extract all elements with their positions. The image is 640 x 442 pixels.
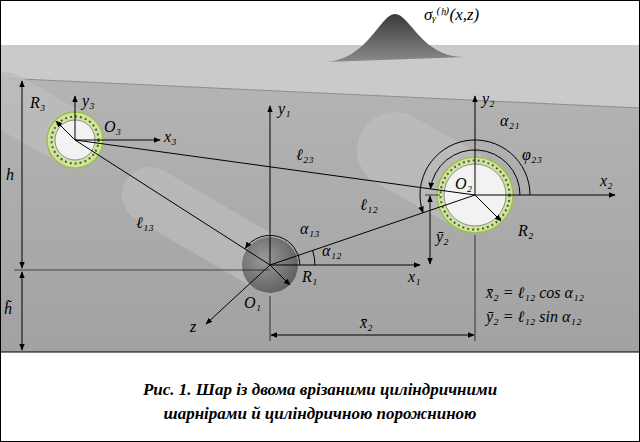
dimension-label: x̄₂: [360, 314, 373, 332]
axis-label: y₁: [278, 100, 291, 118]
axis-label: x₁: [408, 268, 421, 286]
formula: ȳ₂ = ℓ₁₂ sin α₁₂: [486, 308, 581, 326]
axis-label: x₂: [600, 172, 613, 190]
distance-label: ℓ₂₃: [296, 146, 314, 164]
centre-label: O₃: [104, 118, 121, 136]
axis-label: z: [190, 318, 196, 336]
angle-label: α₁₂: [322, 242, 342, 260]
radius-label: R₁: [302, 268, 317, 286]
dimension-label: h̃: [4, 300, 12, 318]
load-label: σᵧ⁽ʰ⁾(x,z): [424, 6, 479, 24]
radius-label: R₂: [518, 222, 533, 240]
distance-label: ℓ₁₃: [136, 214, 154, 232]
axis-label: y₂: [482, 90, 495, 108]
dimension-label: ȳ₂: [436, 228, 449, 246]
radius-label: R₃: [30, 94, 45, 112]
distance-label: ℓ₁₂: [360, 196, 378, 214]
angle-label: α₁₃: [300, 220, 320, 238]
centre-label: O₂: [455, 175, 472, 193]
dimension-label: h: [6, 166, 14, 184]
centre-label: O₁: [244, 294, 261, 312]
axis-label: x₃: [164, 128, 177, 146]
figure-caption: Рис. 1. Шар із двома врізаними циліндрич…: [100, 378, 540, 426]
angle-label: φ₂₃: [522, 146, 542, 164]
angle-label: α₂₁: [500, 112, 520, 130]
formula: x̄₂ = ℓ₁₂ cos α₁₂: [486, 284, 584, 302]
axis-label: y₃: [82, 92, 95, 110]
